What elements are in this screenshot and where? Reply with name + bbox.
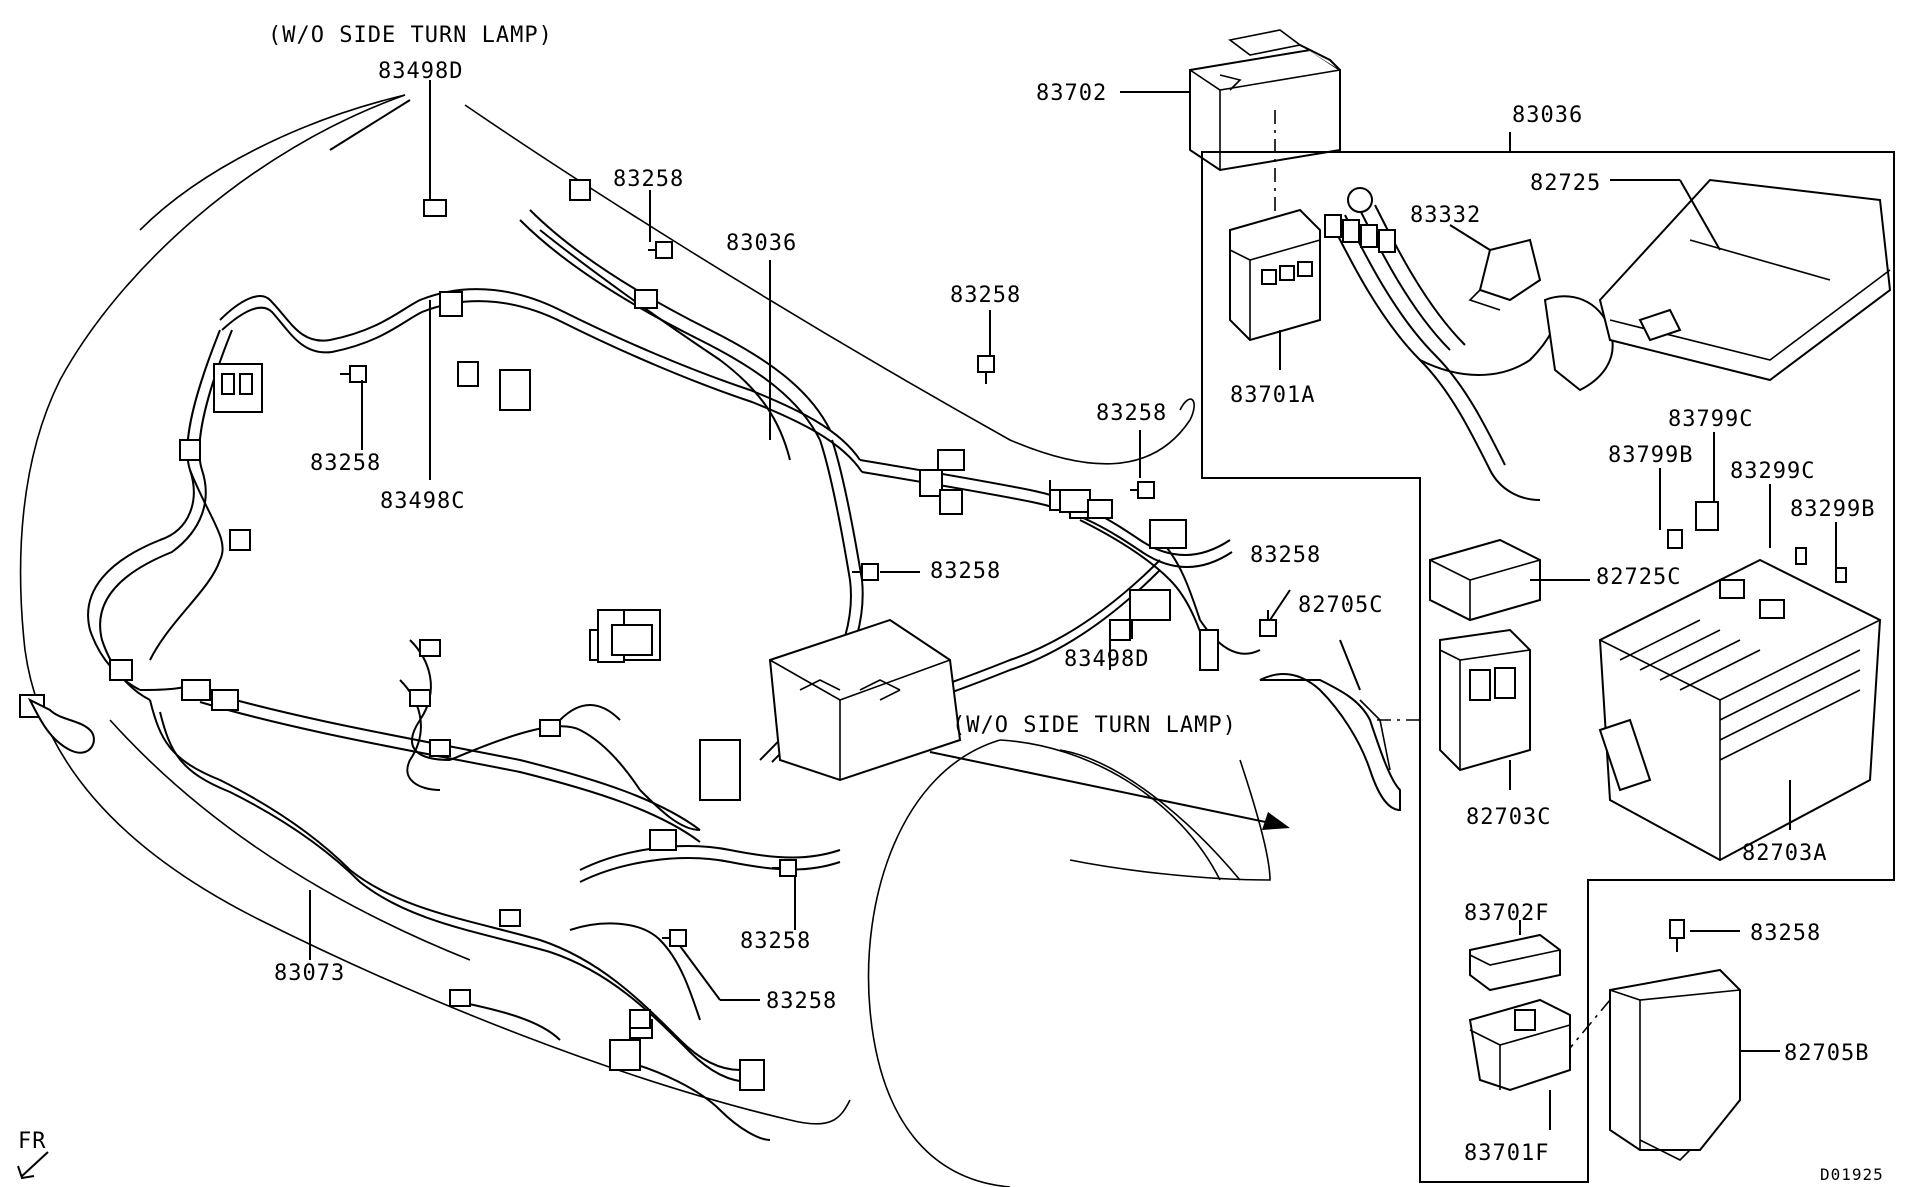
- label-82725: 82725: [1530, 171, 1601, 196]
- label-83702: 83702: [1036, 81, 1107, 106]
- fusebox-cable-harness: [1324, 187, 1614, 501]
- bolt-icon: [662, 929, 687, 947]
- label-82705b: 82705B: [1784, 1041, 1869, 1066]
- note-wo-side-turn-lamp: (W/O SIDE TURN LAMP): [268, 23, 553, 48]
- front-wheel: [867, 739, 1241, 1187]
- label-83799c: 83799C: [1668, 407, 1753, 432]
- part-83332-clip: [1468, 238, 1542, 311]
- label-83258: 83258: [740, 929, 811, 954]
- bolt-icon: [852, 563, 879, 581]
- label-82705c: 82705C: [1298, 593, 1383, 618]
- label-82703c: 82703C: [1466, 805, 1551, 830]
- label-83036: 83036: [1512, 103, 1583, 128]
- part-82725c-cover: [1429, 538, 1541, 622]
- part-83701a-block: [1229, 208, 1321, 342]
- label-83498c: 83498C: [380, 489, 465, 514]
- harness-connectors: [19, 179, 1219, 1091]
- label-83258: 83258: [950, 283, 1021, 308]
- bolt-icons: [340, 241, 1685, 952]
- label-83299b: 83299B: [1790, 497, 1875, 522]
- small-relays-fuses: [1667, 501, 1847, 583]
- bolt-icon: [1669, 919, 1685, 952]
- label-82703a: 82703A: [1742, 841, 1827, 866]
- part-82725-cover: [1598, 178, 1892, 382]
- part-number-labels: (W/O SIDE TURN LAMP) 83498D 83258 83036 …: [18, 23, 1884, 1184]
- label-83258: 83258: [613, 167, 684, 192]
- label-83258: 83258: [766, 989, 837, 1014]
- label-83258: 83258: [1096, 401, 1167, 426]
- label-83332: 83332: [1410, 203, 1481, 228]
- part-83702f-cover: [1469, 933, 1561, 992]
- label-83799b: 83799B: [1608, 443, 1693, 468]
- drawing-code: D01925: [1820, 1165, 1884, 1184]
- label-83258: 83258: [930, 559, 1001, 584]
- label-83498d: 83498D: [378, 59, 463, 84]
- label-83702f: 83702F: [1464, 901, 1549, 926]
- leader-lines: [309, 80, 1837, 1130]
- harness-clamps: [423, 199, 1131, 641]
- bolt-icon: [1130, 481, 1155, 499]
- label-83299c: 83299C: [1730, 459, 1815, 484]
- bracket-82705b: [1609, 968, 1741, 1161]
- label-83258: 83258: [1250, 543, 1321, 568]
- label-83036: 83036: [726, 231, 797, 256]
- bracket-82705c: [1259, 673, 1401, 812]
- label-83258: 83258: [310, 451, 381, 476]
- label-83498d: 83498D: [1064, 647, 1149, 672]
- front-arrow-icon: [17, 1151, 49, 1180]
- bolt-icon: [340, 365, 367, 383]
- label-82725c: 82725C: [1596, 565, 1681, 590]
- part-83701f-block: [1468, 998, 1571, 1092]
- main-wiring-harness: [87, 209, 1261, 1141]
- bolt-icon: [648, 241, 673, 259]
- part-82703a-fuse-box: [1598, 558, 1882, 862]
- bolt-icon: [1259, 610, 1277, 637]
- part-83702-cover: [1189, 29, 1341, 172]
- label-83701f: 83701F: [1464, 1141, 1549, 1166]
- bolt-icon: [772, 859, 797, 877]
- assembly-83036-box: [1201, 151, 1895, 1183]
- bolt-icon: [977, 355, 995, 384]
- label-83258: 83258: [1750, 921, 1821, 946]
- note-wo-side-turn-lamp: (W/O SIDE TURN LAMP): [952, 713, 1237, 738]
- label-83073: 83073: [274, 961, 345, 986]
- front-direction-label: FR: [18, 1129, 47, 1154]
- part-82703c-relay-box: [1439, 628, 1531, 772]
- label-83701a: 83701A: [1230, 383, 1315, 408]
- detail-arrow: [929, 751, 1290, 830]
